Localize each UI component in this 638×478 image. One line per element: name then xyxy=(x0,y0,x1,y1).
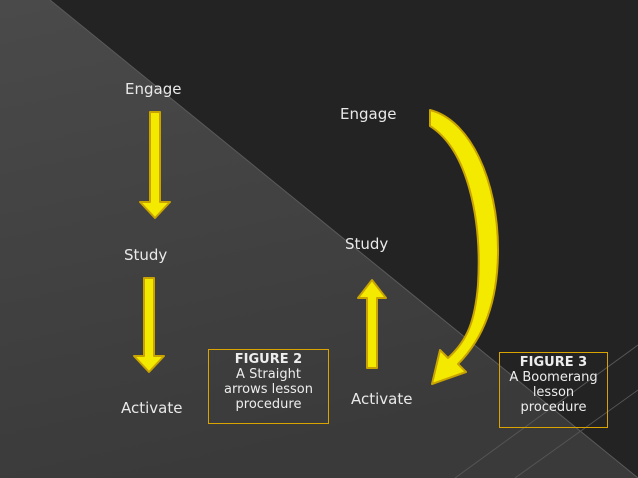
figure3-caption-line: A Boomerang xyxy=(509,370,598,385)
down-arrow-icon xyxy=(139,111,171,219)
fig2-study-label: Study xyxy=(124,246,168,264)
fig3-activate-label: Activate xyxy=(351,390,413,408)
figure2-caption-line: A Straight xyxy=(236,367,301,382)
figure2-caption-line: arrows lesson xyxy=(224,382,313,397)
fig3-study-label: Study xyxy=(345,235,389,253)
up-arrow-icon xyxy=(357,279,387,369)
fig2-activate-label: Activate xyxy=(121,399,183,417)
figure3-caption-line: procedure xyxy=(520,400,587,415)
figure2-caption-title: FIGURE 2 xyxy=(234,352,303,367)
figure3-caption-title: FIGURE 3 xyxy=(519,355,588,370)
figure2-caption-line: procedure xyxy=(235,397,302,412)
figure2-caption-box: FIGURE 2 A Straight arrows lesson proced… xyxy=(208,349,329,424)
figure3-caption-box: FIGURE 3 A Boomerang lesson procedure xyxy=(499,352,608,428)
down-arrow-icon xyxy=(133,277,165,373)
figure3-caption-line: lesson xyxy=(532,385,575,400)
fig3-engage-label: Engage xyxy=(340,105,397,123)
boomerang-arrow-icon xyxy=(429,109,499,385)
fig2-engage-label: Engage xyxy=(125,80,182,98)
